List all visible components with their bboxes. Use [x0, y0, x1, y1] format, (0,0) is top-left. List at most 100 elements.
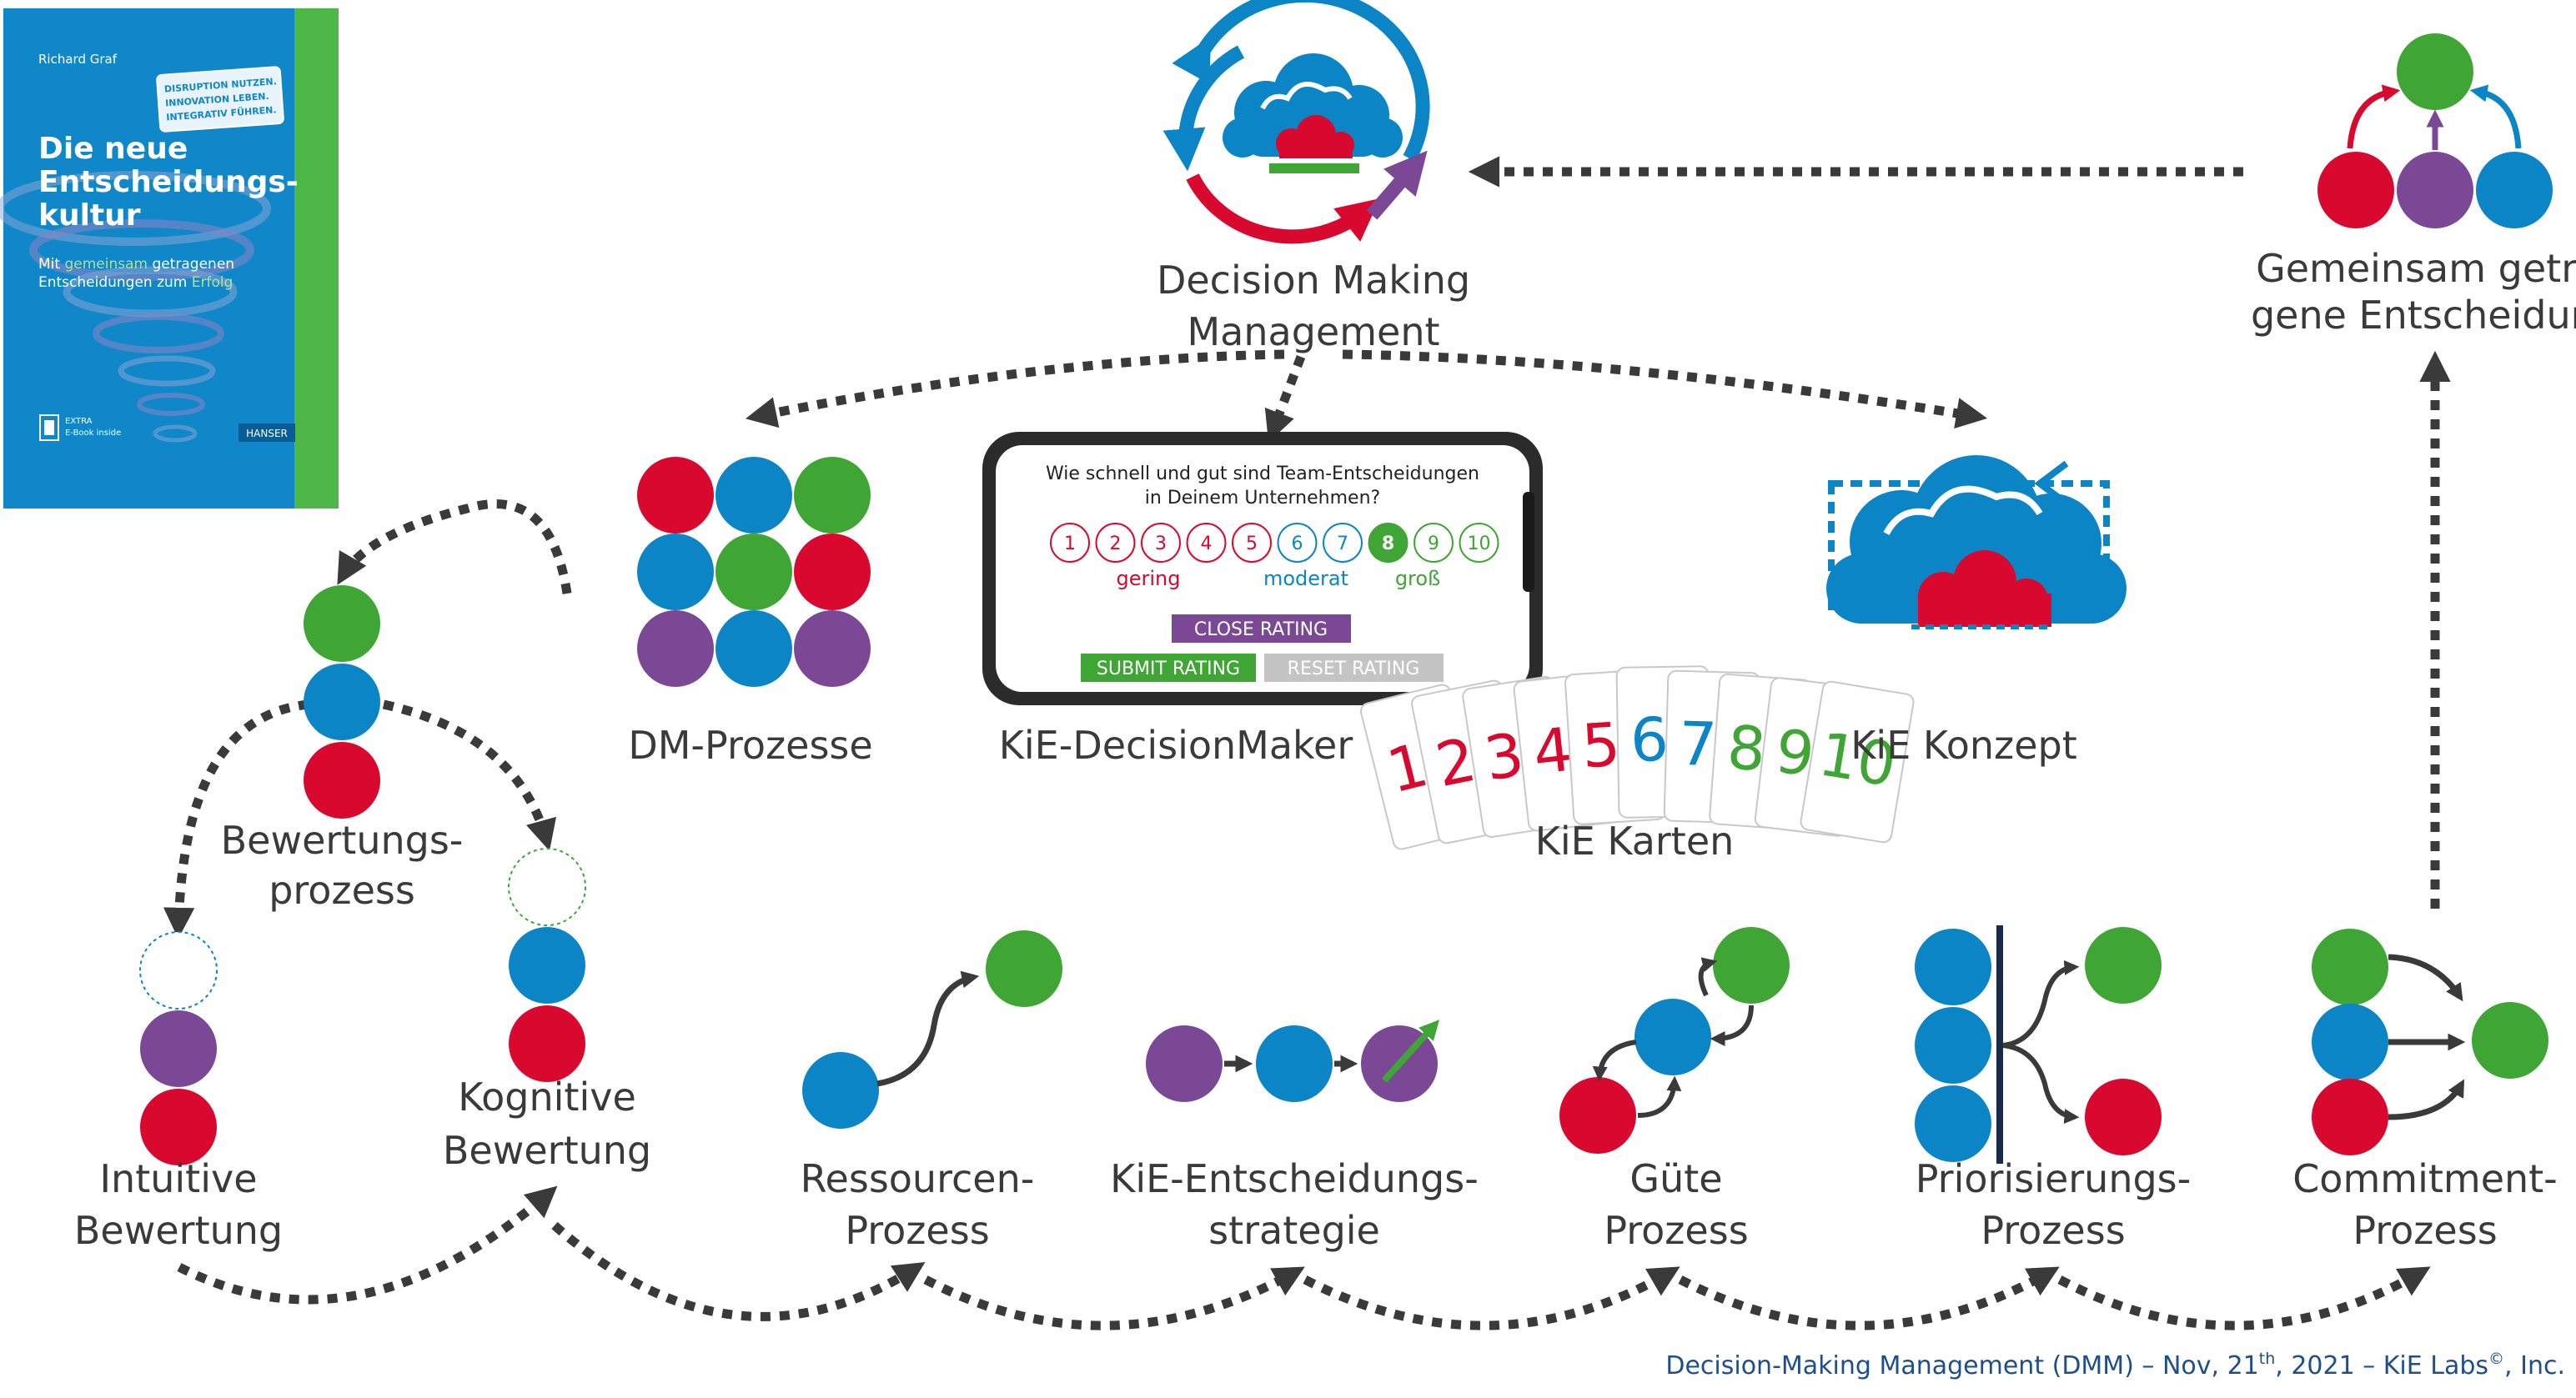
priorisierung-label-2: Prozess [1981, 1208, 2125, 1253]
ressourcen-icon [802, 930, 1062, 1129]
book-author: Richard Graf [38, 52, 118, 67]
rating-number: 6 [1292, 534, 1303, 554]
guete-arrow-3 [1592, 1040, 1637, 1082]
submit-rating-button[interactable]: SUBMIT RATING [1081, 654, 1256, 682]
dm-grid-circle [794, 534, 871, 610]
rating-option-3[interactable]: 3 [1141, 523, 1181, 563]
publisher-box [239, 423, 295, 442]
gemeinsam-blue-circle [2476, 152, 2553, 228]
priorisierung-red-circle [2085, 1079, 2162, 1155]
book-stripe [294, 8, 339, 509]
guete-label-1: Güte [1629, 1156, 1722, 1201]
gemeinsam-icon [2317, 33, 2553, 228]
commitment-arrow-bottom [2388, 1079, 2465, 1120]
card-number: 5 [1579, 709, 1622, 782]
dm-prozesse-label: DM-Prozesse [628, 723, 872, 768]
dmm-purple-arrow [1366, 150, 1428, 220]
dm-grid-circle [637, 610, 714, 687]
karten-label: KiE Karten [1535, 819, 1735, 864]
phone-screen [996, 445, 1529, 692]
rating-option-10[interactable]: 10 [1459, 523, 1499, 563]
rating-option-9[interactable]: 9 [1414, 523, 1454, 563]
rating-option-4[interactable]: 4 [1186, 523, 1227, 563]
gemeinsam-label-2: gene Entscheidung [2251, 293, 2576, 338]
strategie-icon [1146, 1020, 1440, 1102]
dm-grid-circle [716, 610, 792, 687]
book-subtitle-2: Entscheidungen zum Erfolg [38, 274, 233, 291]
dm-grid-circle [637, 534, 714, 610]
intuitive-icon [139, 931, 218, 1165]
priorisierung-green-circle [2085, 927, 2162, 1004]
intuitive-empty-circle [139, 931, 218, 1010]
rating-number: 7 [1337, 534, 1348, 554]
book-sticker: DISRUPTION NUTZEN. INNOVATION LEBEN. INT… [156, 66, 284, 133]
commitment-arrow-top [2388, 954, 2463, 1002]
scale-label-low: gering [1117, 567, 1181, 590]
bewertung-green-circle [304, 585, 380, 662]
dm-grid-circle [637, 457, 714, 534]
rating-option-5[interactable]: 5 [1232, 523, 1272, 563]
guete-icon [1559, 927, 1790, 1154]
rating-option-1[interactable]: 1 [1050, 523, 1090, 563]
commitment-blue-circle [2312, 1004, 2388, 1080]
close-rating-button[interactable]: CLOSE RATING [1172, 614, 1351, 643]
connector-dmm-to-decisionmaker [1264, 355, 1306, 443]
strategie-green-arrow [1382, 1020, 1440, 1083]
intuitive-label-1: Intuitive [99, 1156, 257, 1201]
rating-number: 8 [1382, 534, 1394, 554]
book-title-3: kultur [38, 198, 141, 233]
rating-number: 3 [1155, 534, 1167, 554]
guete-label-2: Prozess [1604, 1208, 1748, 1253]
gemeinsam-red-arrow [2347, 84, 2401, 149]
ressourcen-label-2: Prozess [845, 1208, 989, 1253]
rating-option-7[interactable]: 7 [1323, 523, 1363, 563]
book-title-1: Die neue [38, 132, 188, 166]
card-number: 7 [1678, 709, 1718, 779]
publisher-label: HANSER [246, 428, 288, 439]
dmm-red-arc [1186, 173, 1380, 244]
strategie-label-2: strategie [1208, 1208, 1380, 1253]
reset-rating-button[interactable]: RESET RATING [1264, 654, 1444, 682]
ebook-label: E-Book inside [65, 428, 121, 438]
strategie-blue-circle [1256, 1025, 1333, 1102]
card-number: 6 [1629, 704, 1669, 775]
connector-dmm-to-konzept [1342, 349, 1988, 429]
guete-arrow-4 [1637, 1075, 1682, 1118]
rating-number: 10 [1468, 534, 1491, 554]
book-title-2: Entscheidungs- [38, 165, 299, 199]
rating-option-2[interactable]: 2 [1095, 523, 1136, 563]
card-number: 10 [1814, 719, 1901, 800]
scale-label-high: groß [1395, 567, 1440, 590]
dmm-label-1: Decision Making [1157, 258, 1470, 303]
commitment-label-1: Commitment- [2292, 1156, 2558, 1201]
rating-option-6[interactable]: 6 [1277, 523, 1318, 563]
footer-credit: Decision-Making Management (DMM) – Nov, … [1665, 1350, 2565, 1380]
dm-grid-circle [716, 534, 792, 610]
ebook-badge: EXTRA E-Book inside [39, 414, 121, 441]
konzept-cloud-icon [1826, 455, 2127, 629]
connector-guete-to-priorisierung [1678, 1266, 2060, 1330]
gemeinsam-blue-arrow [2469, 84, 2522, 149]
gemeinsam-purple-circle [2397, 152, 2473, 228]
rating-option-8[interactable]: 8 [1368, 523, 1409, 563]
commitment-icon [2312, 929, 2548, 1155]
bewertung-blue-circle [304, 664, 380, 740]
connector-strategie-to-guete [1303, 1266, 1680, 1330]
decisionmaker-label: KiE-DecisionMaker [999, 723, 1353, 768]
guete-arrow-1 [1698, 957, 1718, 997]
dm-grid-circle [716, 457, 792, 534]
connector-priorisierung-to-commitment [2057, 1266, 2431, 1330]
strategie-label-1: KiE-Entscheidungs- [1110, 1156, 1479, 1201]
priorisierung-label-1: Priorisierungs- [1916, 1156, 2192, 1201]
tornado-graphic [0, 171, 271, 443]
kognitive-blue-circle [509, 927, 585, 1004]
commitment-green-circle-right [2472, 1002, 2548, 1079]
konzept-label: KiE Konzept [1850, 723, 2077, 768]
priorisierung-blue-circle-2 [1915, 1007, 1991, 1084]
dmm-label-2: Management [1187, 309, 1439, 354]
scale-label-mid: moderat [1263, 567, 1348, 590]
connector-kognitive-to-ressourcen [551, 1221, 926, 1321]
dm-grid-circle [794, 610, 871, 687]
